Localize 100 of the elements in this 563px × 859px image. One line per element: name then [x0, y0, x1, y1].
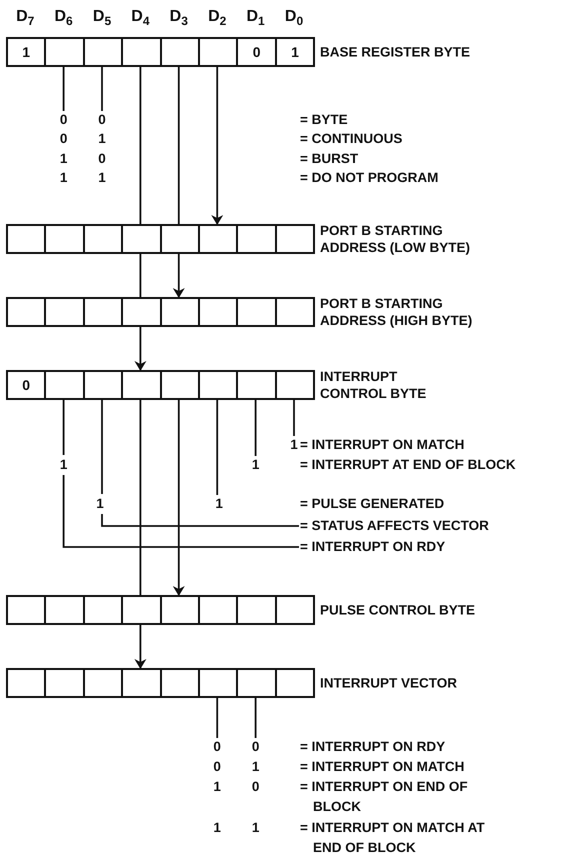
bit-meaning: = INTERRUPT ON RDY	[300, 738, 446, 756]
bit-meaning: = BYTE	[300, 111, 349, 129]
bit-label: D$_{0}$	[284, 7, 304, 30]
bit-cell	[44, 668, 85, 698]
bit-cell: 1	[274, 37, 316, 67]
arrow	[134, 327, 146, 371]
bit-cell	[236, 370, 277, 400]
bit-value: 1	[94, 494, 106, 514]
bit-meaning: = STATUS AFFECTS VECTOR	[300, 516, 563, 536]
bit-value: 0	[252, 737, 260, 757]
register-name: BASE REGISTER BYTE	[320, 44, 472, 60]
leader-line	[62, 67, 64, 111]
bit-cell	[121, 297, 162, 327]
bit-cell	[82, 297, 124, 327]
bit-cell	[6, 595, 46, 625]
bit-value: 1	[58, 455, 70, 475]
bit-cell: 0	[6, 370, 46, 400]
bit-cell	[198, 668, 238, 698]
bit-meaning: = INTERRUPT ON RDY	[300, 537, 563, 557]
bit-cell	[160, 224, 200, 254]
bit-value: 1	[252, 455, 260, 475]
bit-cell	[160, 595, 200, 625]
bit-cell	[274, 224, 316, 254]
bit-label: D$_{4}$	[131, 7, 150, 30]
bit-meaning: = INTERRUPT ON MATCH AT END OF BLOCK	[300, 819, 486, 857]
bit-value: 0	[252, 778, 260, 796]
bit-value: 0	[60, 110, 68, 130]
connector-line	[140, 400, 142, 595]
bit-label: D$_{1}$	[246, 7, 265, 30]
bit-cell	[236, 297, 277, 327]
leader-line	[254, 698, 256, 738]
bit-cell	[274, 297, 316, 327]
bit-cell	[160, 37, 200, 67]
connector-line	[140, 254, 142, 297]
bit-cell	[6, 224, 46, 254]
bit-meaning: = INTERRUPT ON END OF BLOCK	[300, 778, 469, 816]
bit-cell	[82, 370, 124, 400]
bit-value: 0	[213, 758, 221, 776]
bit-cell	[274, 668, 316, 698]
bit-cell	[198, 297, 238, 327]
bit-meaning: = INTERRUPT ON MATCH	[300, 758, 466, 776]
bit-cell	[198, 224, 238, 254]
bit-cell	[121, 224, 162, 254]
register-name: PORT B STARTING ADDRESS (LOW BYTE)	[320, 222, 471, 256]
register-name: INTERRUPT VECTOR	[320, 674, 458, 692]
bit-cell: 1	[6, 37, 46, 67]
bit-value: 1	[213, 819, 221, 837]
bit-label: D$_{3}$	[170, 7, 188, 30]
bit-cell	[82, 224, 124, 254]
register-name: PORT B STARTING ADDRESS (HIGH BYTE)	[320, 295, 474, 329]
bit-cell	[44, 595, 85, 625]
connector-line	[140, 67, 142, 224]
bit-value: 0	[98, 150, 106, 168]
bit-cell	[236, 224, 277, 254]
bit-value: 1	[60, 150, 68, 168]
bit-value: 1	[215, 494, 223, 514]
bit-cell	[274, 370, 316, 400]
leader-line	[62, 400, 299, 548]
leader-line	[216, 400, 218, 495]
bit-cell	[6, 297, 46, 327]
bit-cell: 0	[236, 37, 277, 67]
bit-cell	[198, 595, 238, 625]
bit-value: 1	[252, 758, 260, 776]
leader-line	[101, 400, 299, 527]
bit-label: D$_{5}$	[92, 7, 112, 30]
bit-cell	[82, 37, 124, 67]
bit-meaning: = PULSE GENERATED	[300, 495, 446, 513]
bit-value: 1	[290, 435, 298, 455]
bit-label: D$_{6}$	[54, 7, 73, 30]
bit-cell	[236, 668, 277, 698]
bit-value: 0	[60, 130, 68, 148]
bit-cell	[236, 595, 277, 625]
bit-meaning: = INTERRUPT ON MATCH	[300, 436, 466, 454]
bit-cell	[82, 668, 124, 698]
bit-meaning: = DO NOT PROGRAM	[300, 169, 440, 187]
bit-cell	[44, 297, 85, 327]
bit-cell	[121, 37, 162, 67]
arrow	[211, 67, 224, 225]
bit-cell	[198, 37, 238, 67]
bit-cell	[44, 224, 85, 254]
leader-line	[293, 400, 295, 436]
bit-cell	[160, 668, 200, 698]
bit-value: 1	[60, 169, 68, 187]
bit-cell	[121, 370, 162, 400]
arrow	[134, 625, 146, 669]
arrow	[172, 254, 185, 298]
bit-value: 0	[213, 737, 221, 757]
bit-cell	[44, 37, 85, 67]
bit-cell	[82, 595, 124, 625]
bit-cell	[44, 370, 85, 400]
leader-line	[254, 400, 256, 456]
leader-line	[216, 698, 218, 738]
bit-cell	[160, 370, 200, 400]
bit-cell	[160, 297, 200, 327]
bit-meaning: = BURST	[300, 150, 360, 168]
bit-cell	[121, 668, 162, 698]
bit-label: D$_{2}$	[208, 7, 226, 30]
bit-meaning: = CONTINUOUS	[300, 130, 404, 148]
bit-meaning: = INTERRUPT AT END OF BLOCK	[300, 456, 517, 474]
bit-cell	[121, 595, 162, 625]
